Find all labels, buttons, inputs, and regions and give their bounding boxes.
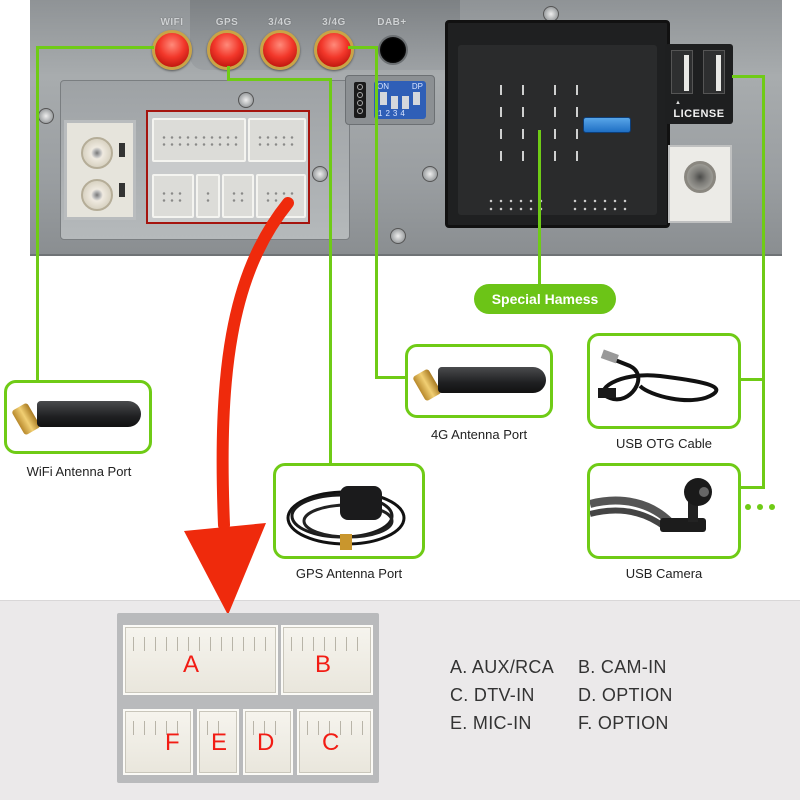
gps-fakra-socket bbox=[668, 145, 732, 223]
special-harness-socket bbox=[445, 20, 670, 228]
4g-connector-line bbox=[348, 46, 377, 49]
4g-antenna-icon bbox=[438, 367, 546, 393]
legend-item-d: D. OPTION bbox=[578, 685, 673, 705]
red-arrow-icon bbox=[184, 197, 294, 615]
screw-icon bbox=[312, 166, 328, 182]
port-label-wifi: WIFI bbox=[160, 17, 184, 28]
special-harness-badge: Special Hamess bbox=[474, 284, 616, 314]
gps-connector-line bbox=[227, 66, 230, 80]
4g-antenna-caption: 4G Antenna Port bbox=[430, 427, 528, 442]
rca-connector-closeup: A B F E D C bbox=[117, 613, 379, 783]
usb-port-icon bbox=[671, 50, 693, 94]
connector-letter-a: A bbox=[183, 651, 200, 678]
fakra-socket-icon bbox=[81, 179, 113, 211]
connector-c bbox=[297, 709, 373, 775]
connector-block-b bbox=[248, 118, 306, 162]
usb-camera-caption: USB Camera bbox=[625, 566, 703, 581]
wifi-antenna-card bbox=[4, 380, 152, 454]
usb-connector-line bbox=[740, 486, 764, 489]
connector-block-d bbox=[222, 174, 254, 218]
legend-item-a: A. AUX/RCA bbox=[450, 657, 555, 677]
gps-antenna-socket bbox=[207, 30, 247, 70]
fakra-socket-icon bbox=[81, 137, 113, 169]
dab-socket bbox=[378, 35, 408, 65]
gps-antenna-card bbox=[273, 463, 425, 559]
connector-block-a bbox=[152, 118, 246, 162]
wifi-connector-line bbox=[36, 46, 154, 49]
wifi-connector-line bbox=[36, 46, 39, 382]
dip-switch: ON DP 1234 bbox=[374, 81, 426, 119]
fakra-connector-block bbox=[64, 120, 136, 220]
fuse-icon bbox=[583, 117, 631, 133]
connector-b bbox=[281, 625, 373, 695]
gps-connector-line bbox=[329, 78, 332, 464]
wifi-antenna-caption: WiFi Antenna Port bbox=[26, 464, 132, 479]
debug-pin-header bbox=[354, 82, 366, 118]
usb-port-icon bbox=[703, 50, 725, 94]
dip-switch-area: ON DP 1234 bbox=[345, 75, 435, 125]
4g-antenna-card bbox=[405, 344, 553, 418]
usb-connector-line bbox=[732, 75, 764, 78]
connector-a bbox=[123, 625, 278, 695]
4g-antenna-socket-2 bbox=[314, 30, 354, 70]
connector-letter-f: F bbox=[165, 729, 180, 756]
connector-letter-c: C bbox=[322, 729, 340, 756]
connector-block-f bbox=[152, 174, 194, 218]
4g-antenna-socket-1 bbox=[260, 30, 300, 70]
usb-camera-card bbox=[587, 463, 741, 559]
dip-on-label: ON bbox=[377, 82, 389, 91]
port-label-4g-1: 3/4G bbox=[268, 17, 292, 28]
usb-ports: ▲ LICENSE bbox=[665, 44, 733, 124]
screw-icon bbox=[38, 108, 54, 124]
usb-camera-icon bbox=[590, 478, 712, 532]
gps-antenna-caption: GPS Antenna Port bbox=[295, 566, 403, 581]
legend-item-e: E. MIC-IN bbox=[450, 713, 532, 733]
wifi-antenna-icon bbox=[37, 401, 141, 427]
connector-letter-d: D bbox=[257, 729, 275, 756]
gps-connector-line bbox=[227, 78, 331, 81]
legend-item-f: F. OPTION bbox=[578, 713, 669, 733]
more-accessories-ellipsis bbox=[745, 504, 775, 510]
port-label-4g-2: 3/4G bbox=[322, 17, 346, 28]
usb-connector-line bbox=[740, 378, 764, 381]
dip-dp-label: DP bbox=[411, 82, 423, 91]
port-label-dab: DAB+ bbox=[377, 17, 407, 28]
license-label: LICENSE bbox=[673, 108, 725, 120]
4g-connector-line bbox=[375, 46, 378, 378]
connector-letter-e: E bbox=[211, 729, 228, 756]
usb-connector-line bbox=[762, 75, 765, 489]
screw-icon bbox=[238, 92, 254, 108]
screw-icon bbox=[422, 166, 438, 182]
connector-d bbox=[243, 709, 293, 775]
usb-otg-cable-icon bbox=[598, 349, 719, 403]
connector-block-e bbox=[196, 174, 220, 218]
dip-numbers: 1234 bbox=[378, 109, 408, 118]
harness-connector-line bbox=[538, 130, 541, 286]
usb-otg-caption: USB OTG Cable bbox=[615, 436, 713, 451]
legend-item-b: B. CAM-IN bbox=[578, 657, 667, 677]
legend-item-c: C. DTV-IN bbox=[450, 685, 535, 705]
screw-icon bbox=[390, 228, 406, 244]
wifi-antenna-socket bbox=[152, 30, 192, 70]
port-label-gps: GPS bbox=[215, 17, 239, 28]
connector-f bbox=[123, 709, 193, 775]
connector-e bbox=[197, 709, 239, 775]
gps-antenna-icon bbox=[286, 486, 406, 550]
4g-connector-line bbox=[375, 376, 407, 379]
usb-otg-card bbox=[587, 333, 741, 429]
connector-letter-b: B bbox=[315, 651, 332, 678]
triangle-up-icon: ▲ bbox=[675, 100, 681, 106]
